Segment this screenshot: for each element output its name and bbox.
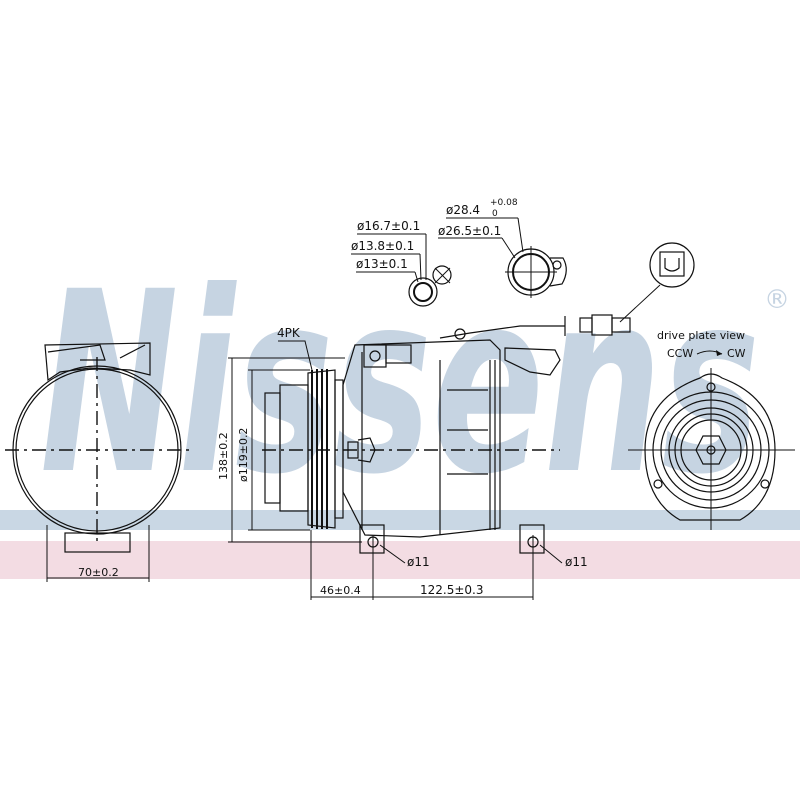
dim-d28-4: ø28.4 <box>446 203 480 217</box>
watermark: Nissens ® <box>0 238 800 579</box>
dim-d28-4-upper-tol: +0.08 <box>490 198 518 208</box>
offset-dimension: 46±0.4 <box>320 584 361 597</box>
drive-plate-view-title: drive plate view <box>657 329 745 342</box>
right-hole-dimension: ø11 <box>565 555 588 569</box>
ccw-label: CCW <box>667 347 693 360</box>
cw-label: CW <box>727 347 746 360</box>
width-dimension: 70±0.2 <box>78 566 119 579</box>
drive-plate-view: drive plate view CCW CW <box>628 329 795 530</box>
belt-type-label: 4PK <box>277 326 301 340</box>
left-hole-dimension: ø11 <box>407 555 430 569</box>
registered-mark: ® <box>764 285 790 315</box>
mount-spacing-dimension: 122.5±0.3 <box>420 583 484 597</box>
arrow-head-icon <box>716 350 722 356</box>
fitting-details: ø16.7±0.1 ø13.8±0.1 ø13±0.1 ø28.4 +0.08 … <box>351 198 567 307</box>
dim-d13: ø13±0.1 <box>356 257 408 271</box>
brand-watermark: Nissens <box>40 238 760 529</box>
blue-band <box>0 510 800 530</box>
pulley-diameter-dimension: ø119±0.2 <box>237 428 250 482</box>
dim-d13-8: ø13.8±0.1 <box>351 239 414 253</box>
side-view: 138±0.2 ø119±0.2 4PK ø11 ø11 46±0.4 122.… <box>217 242 695 600</box>
dim-d28-4-lower-tol: 0 <box>492 209 498 219</box>
dim-d16-7: ø16.7±0.1 <box>357 219 420 233</box>
dim-d26-5: ø26.5±0.1 <box>438 224 501 238</box>
height-dimension: 138±0.2 <box>217 432 230 480</box>
left-end-view: 70±0.2 <box>5 342 190 582</box>
